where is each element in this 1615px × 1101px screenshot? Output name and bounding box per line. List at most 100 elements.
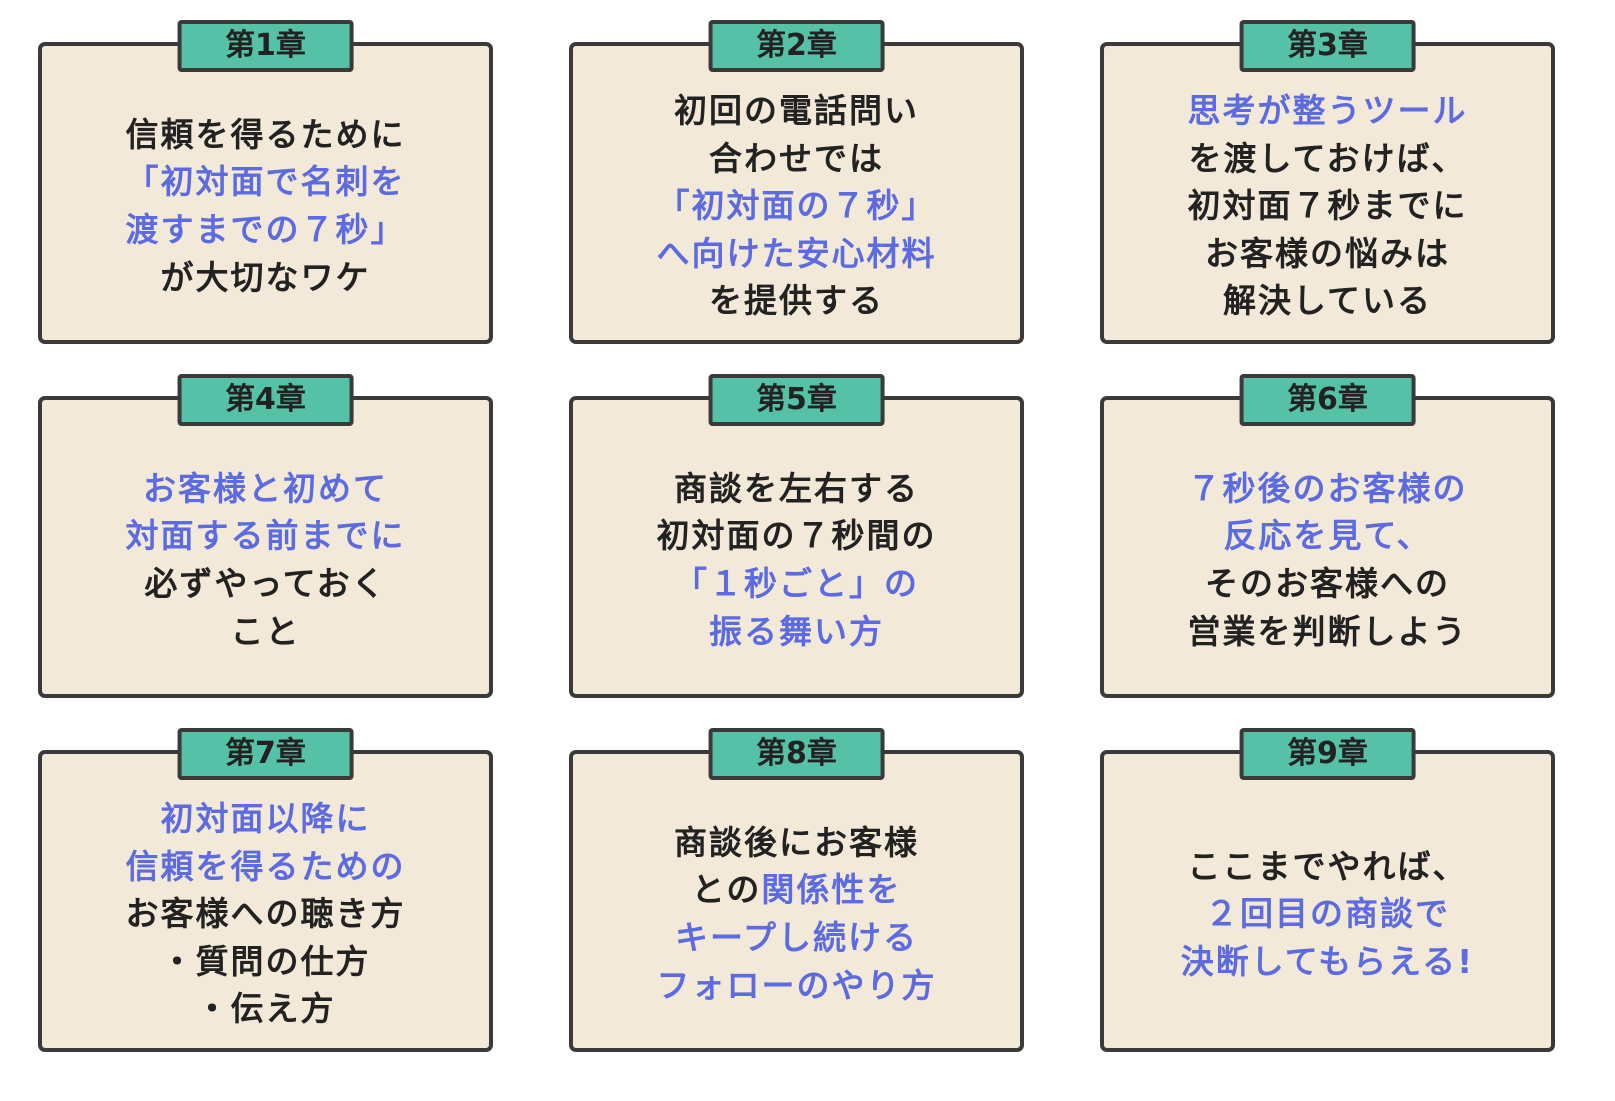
plain-text: そのお客様への [1205, 564, 1450, 603]
chapter-tab: 第5章 [708, 374, 885, 426]
text-line: ・質問の仕方 [126, 938, 406, 986]
text-line: ここまでやれば、 [1181, 843, 1474, 891]
text-line: 「初対面の７秒」 [657, 182, 937, 230]
text-line: 必ずやっておく [126, 560, 406, 608]
chapter-tab-label: 第9章 [1287, 736, 1368, 771]
highlight-text: 初対面以降に [160, 799, 371, 839]
highlight-text: 渡すまでの７秒」 [125, 210, 406, 249]
highlight-text: ２回目の商談で [1204, 894, 1450, 934]
highlight-text: 対面する前までに [125, 516, 406, 556]
text-line: を提供する [657, 277, 937, 325]
chapter-tab: 第9章 [1239, 728, 1416, 780]
chapter-tab: 第7章 [177, 728, 354, 780]
plain-text: を提供する [709, 281, 884, 321]
plain-text: 初対面の７秒間の [656, 516, 937, 556]
text-line: へ向けた安心材料 [657, 230, 937, 278]
plain-text: 営業を判断しよう [1187, 611, 1468, 651]
text-line: 初対面７秒までに [1188, 182, 1468, 230]
highlight-text: 信頼を得るための [125, 846, 406, 886]
highlight-text: フォローのやり方 [656, 965, 937, 1005]
card-text: お客様と初めて対面する前までに必ずやっておくこと [126, 465, 406, 655]
text-line: 反応を見て、 [1188, 512, 1468, 560]
text-line: 信頼を得るための [126, 843, 406, 891]
highlight-text: 「１秒ごと」の [674, 564, 919, 603]
highlight-text: 「初対面で名刺を [125, 162, 406, 202]
text-line: を渡しておけば、 [1188, 135, 1468, 183]
text-line: フォローのやり方 [657, 962, 937, 1010]
text-line: 合わせでは [657, 135, 937, 183]
text-line: キープし続ける [657, 914, 937, 962]
text-line: 渡すまでの７秒」 [126, 206, 406, 254]
text-line: お客様の悩みは [1188, 230, 1468, 278]
card-text: ここまでやれば、 ２回目の商談で決断してもらえる! [1181, 843, 1474, 986]
plain-text: 商談後にお客様 [674, 822, 919, 862]
chapter-tab: 第8章 [708, 728, 885, 780]
plain-text: ここまでやれば、 [1187, 846, 1468, 886]
plain-text: 商談を左右する [674, 468, 919, 508]
chapter-tab-label: 第5章 [756, 382, 837, 417]
plain-text: が大切なワケ [160, 257, 371, 297]
chapter-tab-label: 第8章 [756, 736, 837, 771]
plain-text: 初対面７秒までに [1187, 186, 1468, 226]
highlight-text: 反応を見て、 [1223, 516, 1432, 556]
highlight-text: へ向けた安心材料 [656, 233, 937, 273]
text-line: 「１秒ごと」の [657, 560, 937, 608]
chapter-card: 第1章 信頼を得るために「初対面で名刺を渡すまでの７秒」が大切なワケ [38, 20, 493, 344]
text-line: ２回目の商談で [1181, 890, 1474, 938]
highlight-text: お客様と初めて [143, 468, 388, 508]
chapter-tab-label: 第4章 [225, 382, 306, 417]
chapter-card: 第6章 ７秒後のお客様の反応を見て、そのお客様への営業を判断しよう [1100, 374, 1555, 698]
text-line: 初対面の７秒間の [657, 512, 937, 560]
text-line: ７秒後のお客様の [1188, 465, 1468, 513]
highlight-text: 「初対面の７秒」 [656, 186, 937, 226]
text-line: 初対面以降に [126, 795, 406, 843]
highlight-text: 決断してもらえる! [1180, 941, 1475, 981]
text-line: 信頼を得るために [126, 111, 406, 159]
text-line: こと [126, 608, 406, 656]
chapter-tab-label: 第2章 [756, 28, 837, 63]
text-line: 「初対面で名刺を [126, 158, 406, 206]
plain-text: 解決している [1222, 281, 1432, 321]
text-line: 商談を左右する [657, 465, 937, 513]
plain-text: ・伝え方 [195, 989, 336, 1029]
text-line: 決断してもらえる! [1181, 938, 1474, 986]
chapter-tab-label: 第7章 [225, 736, 306, 771]
card-text: ７秒後のお客様の反応を見て、そのお客様への営業を判断しよう [1188, 465, 1468, 655]
text-line: お客様と初めて [126, 465, 406, 513]
plain-text: 信頼を得るために [125, 114, 406, 154]
highlight-text: 振る舞い方 [709, 611, 884, 651]
card-text: 商談後にお客様との関係性をキープし続けるフォローのやり方 [657, 819, 937, 1009]
chapter-tab: 第6章 [1239, 374, 1416, 426]
chapter-card: 第3章 思考が整うツールを渡しておけば、初対面７秒までにお客様の悩みは解決してい… [1100, 20, 1555, 344]
chapter-tab: 第4章 [177, 374, 354, 426]
text-line: 解決している [1188, 277, 1468, 325]
plain-text: お客様への聴き方 [125, 894, 406, 934]
chapter-tab: 第1章 [177, 20, 354, 72]
plain-text: ・質問の仕方 [160, 941, 371, 981]
plain-text: こと [230, 611, 301, 651]
text-line: ・伝え方 [126, 985, 406, 1033]
plain-text: お客様の悩みは [1205, 233, 1450, 273]
highlight-text: キープし続ける [674, 918, 919, 957]
chapter-tab-label: 第1章 [225, 28, 306, 63]
highlight-text: ７秒後のお客様の [1187, 468, 1468, 508]
chapter-card: 第9章 ここまでやれば、 ２回目の商談で決断してもらえる! [1100, 728, 1555, 1052]
chapter-card: 第4章 お客様と初めて対面する前までに必ずやっておくこと [38, 374, 493, 698]
plain-text: 必ずやっておく [144, 564, 387, 603]
highlight-text: 思考が整うツール [1187, 91, 1468, 131]
plain-text: を渡しておけば、 [1188, 138, 1467, 178]
text-line: との関係性を [657, 866, 937, 914]
card-text: 初対面以降に信頼を得るためのお客様への聴き方・質問の仕方・伝え方 [126, 795, 406, 1033]
text-line: 振る舞い方 [657, 608, 937, 656]
text-line: が大切なワケ [126, 254, 406, 302]
text-line: お客様への聴き方 [126, 890, 406, 938]
highlight-text: 関係性を [761, 870, 902, 910]
plain-text: 合わせでは [709, 138, 884, 178]
text-line: 営業を判断しよう [1188, 608, 1468, 656]
text-line: そのお客様への [1188, 560, 1468, 608]
chapter-tab-label: 第3章 [1287, 28, 1368, 63]
card-text: 思考が整うツールを渡しておけば、初対面７秒までにお客様の悩みは解決している [1188, 87, 1468, 325]
card-text: 商談を左右する初対面の７秒間の「１秒ごと」の振る舞い方 [657, 465, 937, 655]
chapter-card: 第7章 初対面以降に信頼を得るためのお客様への聴き方・質問の仕方・伝え方 [38, 728, 493, 1052]
